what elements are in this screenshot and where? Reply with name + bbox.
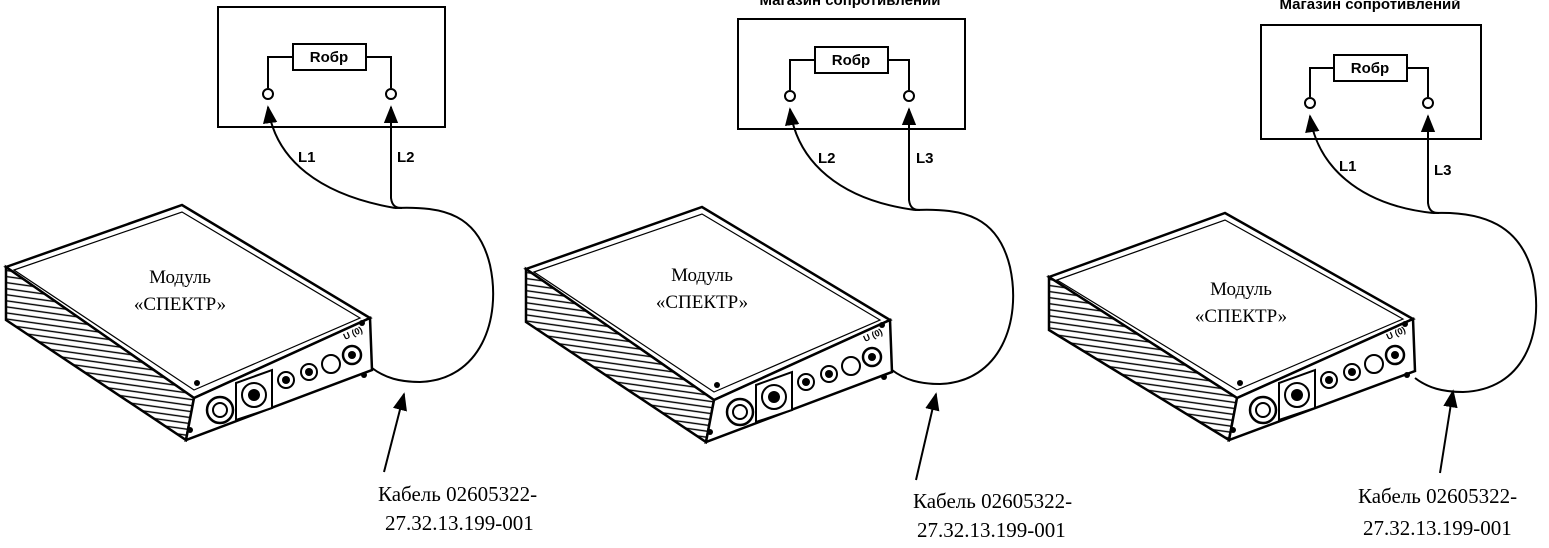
- resistor-label: Rобр: [1351, 60, 1389, 77]
- wire-left: [1305, 114, 1434, 214]
- resistor-label: Rобр: [832, 52, 870, 69]
- terminal-left: [1304, 97, 1316, 109]
- resistance-box: Магазин сопротивлений Rобр: [737, 0, 966, 130]
- module-name-line1: Модуль: [149, 267, 211, 288]
- terminal-right: [903, 90, 915, 102]
- resistor-right-lead: [1407, 67, 1429, 97]
- resistor-right-lead: [888, 59, 910, 90]
- panel-2: Магазин сопротивлений Rобр L2 L3: [523, 0, 1072, 542]
- panel-1: Rобр L1 L2 U (0): [3, 6, 537, 535]
- resistor-left-lead: [789, 59, 815, 90]
- resistance-box-title: Магазин сопротивлений: [1280, 0, 1461, 13]
- line-label-right: L3: [1434, 162, 1452, 179]
- module-name-line2: «СПЕКТР»: [656, 292, 748, 313]
- resistor-label: Rобр: [310, 49, 348, 66]
- module-name-line1: Модуль: [1210, 279, 1272, 300]
- terminal-left: [784, 90, 796, 102]
- line-label-left: L2: [818, 150, 836, 167]
- led-indicator: [1364, 354, 1384, 374]
- wire-left: [784, 107, 916, 211]
- resistance-box-title: Магазин сопротивлений: [760, 0, 941, 9]
- spektr-module: U (0) Модуль «СПЕКТР»: [1046, 211, 1417, 443]
- line-label-right: L2: [397, 149, 415, 166]
- port-round-large: [205, 395, 235, 425]
- line-label-left: L1: [298, 149, 316, 166]
- cable-label-line2: 27.32.13.199-001: [1363, 516, 1512, 540]
- panel-3: Магазин сопротивлений Rобр L1 L3: [1046, 0, 1538, 540]
- resistance-box: Rобр: [217, 6, 446, 128]
- terminal-right: [385, 88, 397, 100]
- cable-pointer-arrow: [383, 392, 407, 473]
- line-label-left: L1: [1339, 158, 1357, 175]
- cable-label-line1: Кабель 02605322-: [913, 489, 1072, 513]
- port-round-large: [1248, 395, 1278, 425]
- spektr-module: U (0) Модуль «СПЕКТР»: [3, 203, 374, 443]
- cable: [371, 206, 495, 384]
- resistance-box: Магазин сопротивлений Rобр: [1260, 0, 1482, 140]
- resistor-symbol: [814, 46, 889, 74]
- terminal-right: [1422, 97, 1434, 109]
- cable-label-line2: 27.32.13.199-001: [385, 511, 534, 535]
- cable-label-line1: Кабель 02605322-: [1358, 484, 1517, 508]
- led-indicator: [321, 354, 341, 374]
- port-round-large: [725, 397, 755, 427]
- cable-pointer-arrow: [915, 392, 940, 481]
- resistor-left-lead: [1309, 67, 1334, 97]
- module-name-line2: «СПЕКТР»: [1195, 306, 1287, 327]
- spektr-module: U (0) Модуль «СПЕКТР»: [523, 205, 894, 445]
- cable-label-line2: 27.32.13.199-001: [917, 518, 1066, 542]
- terminal-left: [262, 88, 274, 100]
- line-label-right: L3: [916, 150, 934, 167]
- cable-pointer-arrow: [1439, 389, 1458, 474]
- resistor-left-lead: [267, 56, 293, 88]
- resistor-symbol: [1333, 54, 1408, 82]
- module-name-line2: «СПЕКТР»: [134, 294, 226, 315]
- module-name-line1: Модуль: [671, 265, 733, 286]
- resistor-right-lead: [366, 56, 392, 88]
- cable: [891, 208, 1015, 386]
- wire-left: [262, 105, 396, 209]
- cable: [1414, 211, 1538, 394]
- cable-label-line1: Кабель 02605322-: [378, 482, 537, 506]
- led-indicator: [841, 356, 861, 376]
